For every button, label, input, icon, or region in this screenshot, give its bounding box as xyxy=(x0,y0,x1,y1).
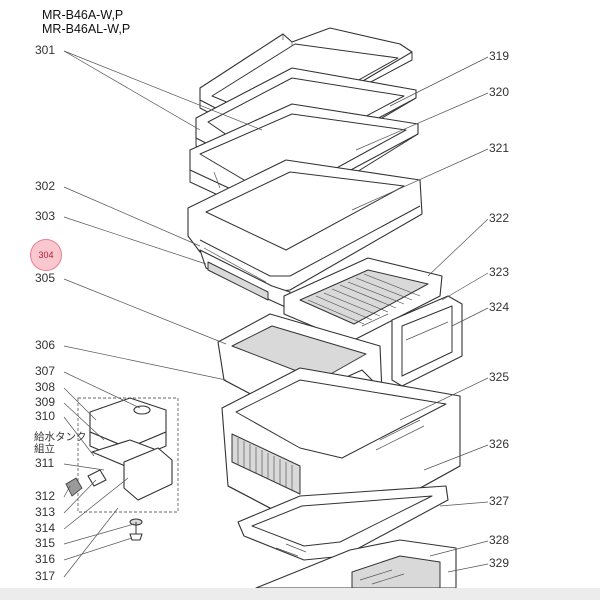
model-name-1: MR-B46A-W,P xyxy=(42,8,124,22)
label-310: 310 xyxy=(35,409,56,423)
label-322: 322 xyxy=(489,211,510,225)
label-321: 321 xyxy=(489,141,510,155)
part-302-drawer xyxy=(199,249,293,311)
label-327: 327 xyxy=(489,494,510,508)
part-321-case-cover xyxy=(187,159,423,293)
label-312: 312 xyxy=(35,489,56,503)
hotspot-label: 304 xyxy=(38,250,54,260)
label-314: 314 xyxy=(35,521,56,535)
water-tank-assembly xyxy=(65,397,179,541)
label-303: 303 xyxy=(35,209,56,223)
label-309: 309 xyxy=(35,395,56,409)
label-311: 311 xyxy=(35,456,55,470)
part-326-lower-case xyxy=(231,433,331,509)
label-316: 316 xyxy=(35,552,56,566)
label-317: 317 xyxy=(35,569,56,583)
label-308: 308 xyxy=(35,380,56,394)
label-313: 313 xyxy=(35,505,56,519)
model-name-2: MR-B46AL-W,P xyxy=(42,22,131,36)
part-304-hotspot[interactable]: 304 xyxy=(30,239,62,271)
label-305: 305 xyxy=(35,271,56,285)
label-325: 325 xyxy=(489,370,510,384)
label-assembly: 組立 xyxy=(34,443,55,455)
label-319: 319 xyxy=(489,49,510,63)
label-301: 301 xyxy=(35,43,56,57)
label-324: 324 xyxy=(489,300,510,314)
leader-lines xyxy=(63,50,489,578)
label-306: 306 xyxy=(35,338,56,352)
label-302: 302 xyxy=(35,179,56,193)
label-307: 307 xyxy=(35,364,56,378)
label-328: 328 xyxy=(489,533,510,547)
label-323: 323 xyxy=(489,265,510,279)
label-water-tank: 給水タンク xyxy=(34,431,87,443)
part-327-freezer-tray xyxy=(237,485,449,561)
label-320: 320 xyxy=(489,85,510,99)
part-328-freezer-case xyxy=(255,539,457,589)
label-329: 329 xyxy=(489,556,510,570)
label-315: 315 xyxy=(35,536,56,550)
label-326: 326 xyxy=(489,437,510,451)
bottom-bar xyxy=(0,588,600,600)
part-323-side-case xyxy=(391,295,463,387)
part-322-filter-tray xyxy=(283,257,443,343)
